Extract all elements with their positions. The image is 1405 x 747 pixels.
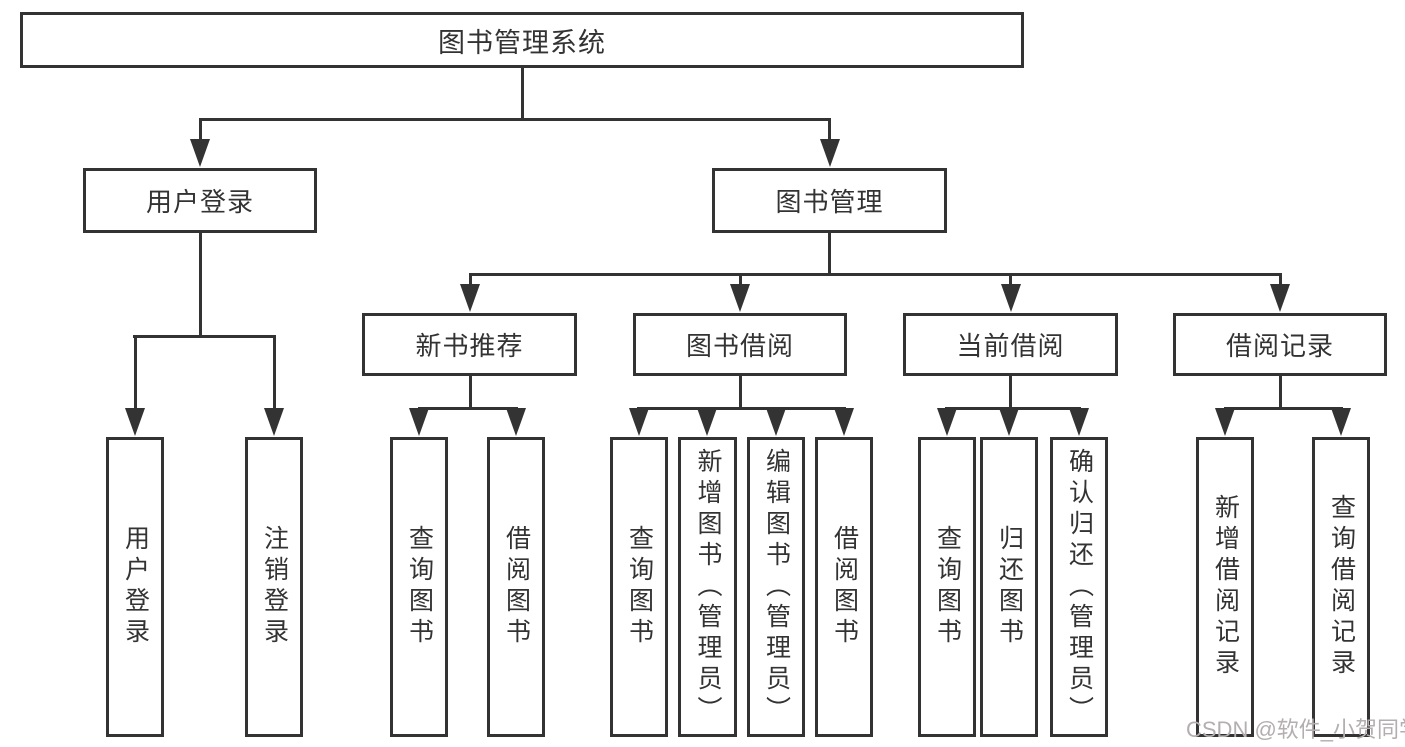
arrow-down-icon — [125, 408, 145, 436]
node-add-borrow-record: 新增借阅记录 — [1196, 437, 1254, 737]
node-add-books-admin: 新增图书（管理员） — [678, 437, 737, 737]
node-user-login: 用户登录 — [83, 168, 317, 233]
arrow-stem-line — [133, 335, 137, 412]
arrow-down-icon — [1215, 408, 1235, 436]
connector-branch-line — [418, 407, 517, 410]
node-borrow-records: 借阅记录 — [1173, 313, 1387, 376]
arrow-stem-line — [828, 118, 831, 143]
node-user-login-leaf: 用户登录 — [106, 437, 164, 737]
connector-branch-line — [199, 118, 831, 121]
arrow-down-icon — [409, 408, 429, 436]
connector-stem-line — [1009, 376, 1012, 410]
arrow-stem-line — [1009, 273, 1012, 288]
node-query-books-3: 查询图书 — [918, 437, 976, 737]
arrow-down-icon — [1069, 408, 1089, 436]
arrow-down-icon — [697, 408, 717, 436]
arrow-down-icon — [629, 408, 649, 436]
node-logout-leaf: 注销登录 — [245, 437, 303, 737]
node-borrow-books-2: 借阅图书 — [815, 437, 873, 737]
node-new-book-recommend: 新书推荐 — [362, 313, 577, 376]
connector-stem-line — [1278, 376, 1282, 410]
arrow-down-icon — [506, 408, 526, 436]
arrow-stem-line — [272, 335, 276, 412]
node-root: 图书管理系统 — [20, 12, 1024, 68]
arrow-stem-line — [738, 273, 742, 288]
connector-branch-line — [637, 407, 845, 410]
node-query-borrow-record: 查询借阅记录 — [1312, 437, 1370, 737]
connector-stem-line — [198, 233, 202, 338]
arrow-down-icon — [1000, 284, 1021, 312]
arrow-stem-line — [198, 118, 202, 143]
node-edit-books-admin: 编辑图书（管理员） — [747, 437, 805, 737]
node-return-books: 归还图书 — [980, 437, 1038, 737]
connector-stem-line — [828, 233, 831, 276]
connector-branch-line — [469, 273, 1281, 276]
arrow-down-icon — [1270, 284, 1290, 312]
connector-stem-line — [520, 68, 524, 121]
arrow-down-icon — [730, 284, 750, 312]
arrow-down-icon — [190, 139, 210, 167]
connector-stem-line — [738, 376, 742, 410]
arrow-down-icon — [999, 408, 1019, 436]
arrow-down-icon — [937, 408, 957, 436]
arrow-down-icon — [1331, 408, 1351, 436]
node-book-management: 图书管理 — [712, 168, 947, 233]
arrow-stem-line — [1278, 273, 1282, 288]
node-book-borrow: 图书借阅 — [633, 313, 847, 376]
connector-branch-line — [133, 335, 276, 338]
csdn-watermark: CSDN @软件_小贺同学 — [1186, 717, 1405, 742]
arrow-down-icon — [834, 408, 854, 436]
arrow-down-icon — [766, 408, 786, 436]
arrow-down-icon — [819, 139, 840, 167]
node-query-books-2: 查询图书 — [610, 437, 668, 737]
node-current-borrow: 当前借阅 — [903, 313, 1118, 376]
arrow-down-icon — [460, 284, 480, 312]
node-query-books-1: 查询图书 — [390, 437, 448, 737]
arrow-down-icon — [264, 408, 284, 436]
connector-branch-line — [1224, 407, 1342, 410]
node-confirm-return-admin: 确认归还（管理员） — [1050, 437, 1108, 737]
node-borrow-books-1: 借阅图书 — [487, 437, 545, 737]
arrow-stem-line — [468, 273, 472, 288]
connector-stem-line — [468, 376, 472, 410]
